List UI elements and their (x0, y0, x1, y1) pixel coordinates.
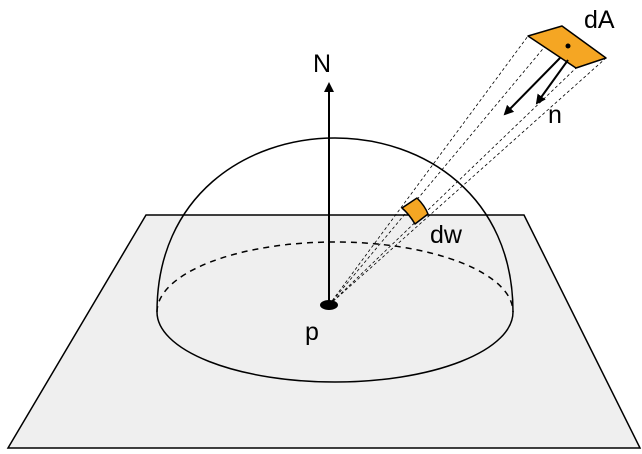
area-normal-label: n (548, 101, 562, 129)
solid-angle-label: dw (430, 221, 463, 249)
solid-angle-patch (401, 197, 429, 225)
area-center-dot (565, 43, 571, 49)
projection-lines (328, 25, 607, 306)
ground-plane (6, 214, 642, 449)
area-label: dA (584, 6, 615, 34)
base-circle-front (156, 311, 514, 383)
area-normal-arrow-1 (503, 57, 561, 116)
normal-label: N (313, 50, 331, 78)
point-p-marker (320, 300, 338, 310)
base-circle-back (156, 241, 514, 313)
hemisphere-dome (156, 137, 514, 313)
area-normal-arrow-2 (535, 59, 569, 105)
point-label: p (305, 318, 319, 346)
